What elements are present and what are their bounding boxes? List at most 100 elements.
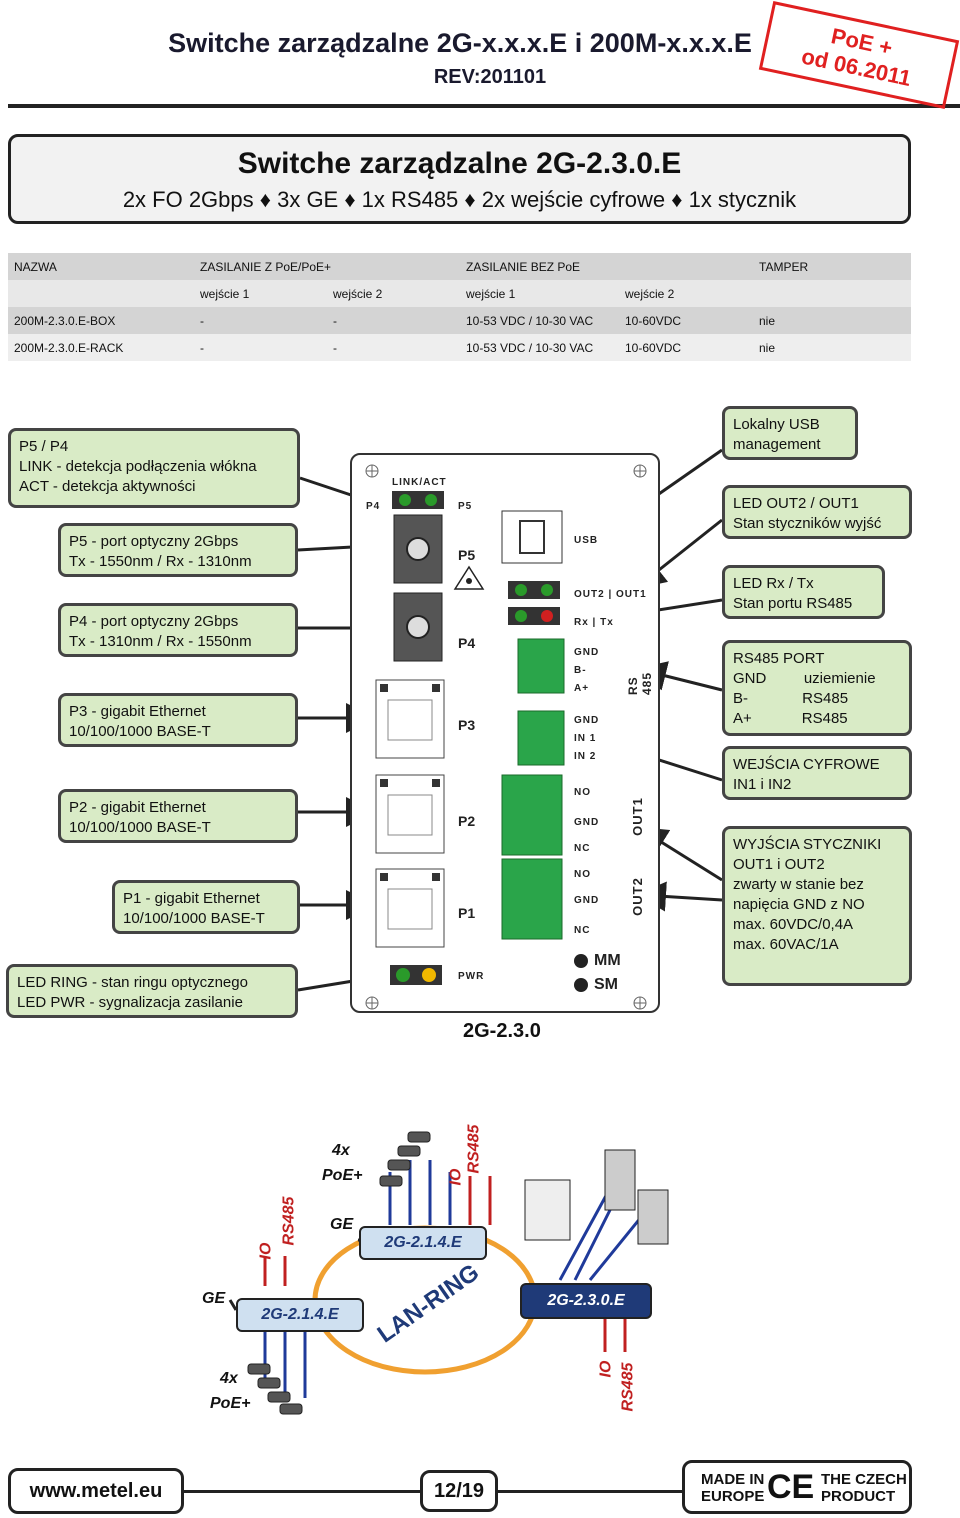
info-box-p5-p4-leds: P5 / P4 LINK - detekcja podłączenia włók… [8,428,300,508]
label-out1: OUT1 [629,797,645,836]
pin-out2-no: NO [574,869,591,880]
poe-bottom-label: PoE+ [210,1395,251,1412]
panel-drawing [365,464,647,1010]
footer-divider-left [184,1490,420,1493]
label-rs485: RS 485 [626,671,654,695]
info-box-p1: P1 - gigabit Ethernet 10/100/1000 BASE-T [112,880,300,934]
poe-top-count: 4x [332,1142,350,1159]
pin-b: B- [574,665,587,676]
box-line: Tx - 1550nm / Rx - 1310nm [69,553,252,570]
box-line: max. 60VDC/0,4A [733,916,854,933]
table-row: 200M-2.3.0.E-BOX - - 10-53 VDC / 10-30 V… [8,307,911,334]
box-line: 10/100/1000 BASE-T [69,819,211,836]
box-line: GND uziemienie [733,670,876,687]
box-line: 10/100/1000 BASE-T [123,910,265,927]
box-line: LED OUT2 / OUT1 [733,495,859,512]
pin-out2-gnd: GND [574,895,600,906]
banner-subtitle: 2x FO 2Gbps ♦ 3x GE ♦ 1x RS485 ♦ 2x wejś… [122,187,797,212]
table-cell: 10-60VDC [619,307,753,334]
poe-bottom-count: 4x [220,1370,238,1387]
table-subheader-cell: wejście 1 [460,280,619,307]
rs485-left-label: RS485 [280,1196,298,1246]
info-box-rs485: RS485 PORT GND uziemienie B- RS485 A+ RS… [722,640,912,736]
pin-out1-no: NO [574,787,591,798]
box-line: LED RING - stan ringu optycznego [17,974,248,991]
made-in-label: MADE IN EUROPE [701,1471,765,1505]
table-subheader-cell: wejście 2 [327,280,460,307]
box-line: LINK - detekcja podłączenia włókna [19,458,257,475]
label-out2: OUT2 [629,877,645,916]
io-right-label: IO [597,1360,615,1378]
table-cell: - [194,307,327,334]
revision: REV:201101 [433,66,547,88]
table-cell: 200M-2.3.0.E-BOX [8,307,194,334]
pin-out1-gnd: GND [574,817,600,828]
footer-divider-right [498,1490,682,1493]
box-line: Tx - 1310nm / Rx - 1550nm [69,633,252,650]
website-link[interactable]: www.metel.eu [8,1468,184,1514]
table-cell: 10-53 VDC / 10-30 VAC [460,307,619,334]
box-line: 10/100/1000 BASE-T [69,723,211,740]
page-number: 12/19 [420,1470,498,1512]
info-box-p4: P4 - port optyczny 2Gbps Tx - 1310nm / R… [58,603,298,657]
table-cell: - [194,334,327,361]
table-header-cell: NAZWA [8,253,194,280]
table-row: 200M-2.3.0.E-RACK - - 10-53 VDC / 10-30 … [8,334,911,361]
box-line: RS485 PORT [733,650,825,667]
port-label-p5: P5 [458,547,476,563]
info-box-outputs: WYJŚCIA STYCZNIKI OUT1 i OUT2 zwarty w s… [722,826,912,986]
box-line: WYJŚCIA STYCZNIKI [733,836,882,853]
label-pwr: PWR [458,971,485,982]
table-cell: 10-60VDC [619,334,753,361]
table-cell: 200M-2.3.0.E-RACK [8,334,194,361]
box-line: ACT - detekcja aktywności [19,478,196,495]
label-p5-small: P5 [458,501,473,512]
pin-a: A+ [574,683,590,694]
pin-out1-nc: NC [574,843,591,854]
table-header-cell: ZASILANIE Z PoE/PoE+ [194,253,460,280]
poe-top-label: PoE+ [322,1167,363,1184]
table-cell: 10-53 VDC / 10-30 VAC [460,334,619,361]
table-subheader-cell: wejście 2 [619,280,753,307]
pin-out2-nc: NC [574,925,591,936]
pin-gnd: GND [574,647,600,658]
label-usb: USB [574,535,599,546]
io-top-label: IO [447,1168,465,1186]
info-box-p5: P5 - port optyczny 2Gbps Tx - 1550nm / R… [58,523,298,577]
box-line: LED Rx / Tx [733,575,814,592]
info-box-usb: Lokalny USB management [722,406,858,460]
label-rxtx: Rx | Tx [574,617,614,628]
page-title: Switche zarządzalne 2G-x.x.x.E i 200M-x.… [168,28,752,58]
port-label-p4: P4 [458,635,476,651]
table-header-row: NAZWA ZASILANIE Z PoE/PoE+ ZASILANIE BEZ… [8,253,911,280]
label-link-act: LINK/ACT [392,477,447,488]
box-line: P2 - gigabit Ethernet [69,799,206,816]
box-line: zwarty w stanie bez [733,876,864,893]
label-out-leds: OUT2 | OUT1 [574,589,647,600]
label-sm: SM [594,976,618,993]
banner-title: Switche zarządzalne 2G-2.3.0.E [237,147,682,180]
box-line: management [733,436,821,453]
box-line: Lokalny USB [733,416,820,433]
node-top: 2G-2.1.4.E [359,1226,487,1260]
box-line: P5 / P4 [19,438,69,455]
pin-in1: IN 1 [574,733,597,744]
info-box-led-out: LED OUT2 / OUT1 Stan styczników wyjść [722,485,912,539]
box-line: P5 - port optyczny 2Gbps [69,533,239,550]
table-header-cell: ZASILANIE BEZ PoE [460,253,753,280]
header-divider [8,104,960,108]
pin-in2: IN 2 [574,751,597,762]
box-line: napięcia GND z NO [733,896,865,913]
box-line: P1 - gigabit Ethernet [123,890,260,907]
port-label-p1: P1 [458,905,476,921]
table-cell: nie [753,334,911,361]
table-subheader-row: wejście 1 wejście 2 wejście 1 wejście 2 [8,280,911,307]
spec-table: NAZWA ZASILANIE Z PoE/PoE+ ZASILANIE BEZ… [8,253,911,361]
info-box-p3: P3 - gigabit Ethernet 10/100/1000 BASE-T [58,693,298,747]
label-mm: MM [594,952,621,969]
table-subheader-cell: wejście 1 [194,280,327,307]
rs485-right-label: RS485 [619,1362,637,1412]
box-line: Stan portu RS485 [733,595,853,612]
device-front-panel: LINK/ACT P4 P5 P5 P4 P3 P2 P1 USB OUT2 |… [350,453,660,1013]
box-line: max. 60VAC/1A [733,936,839,953]
